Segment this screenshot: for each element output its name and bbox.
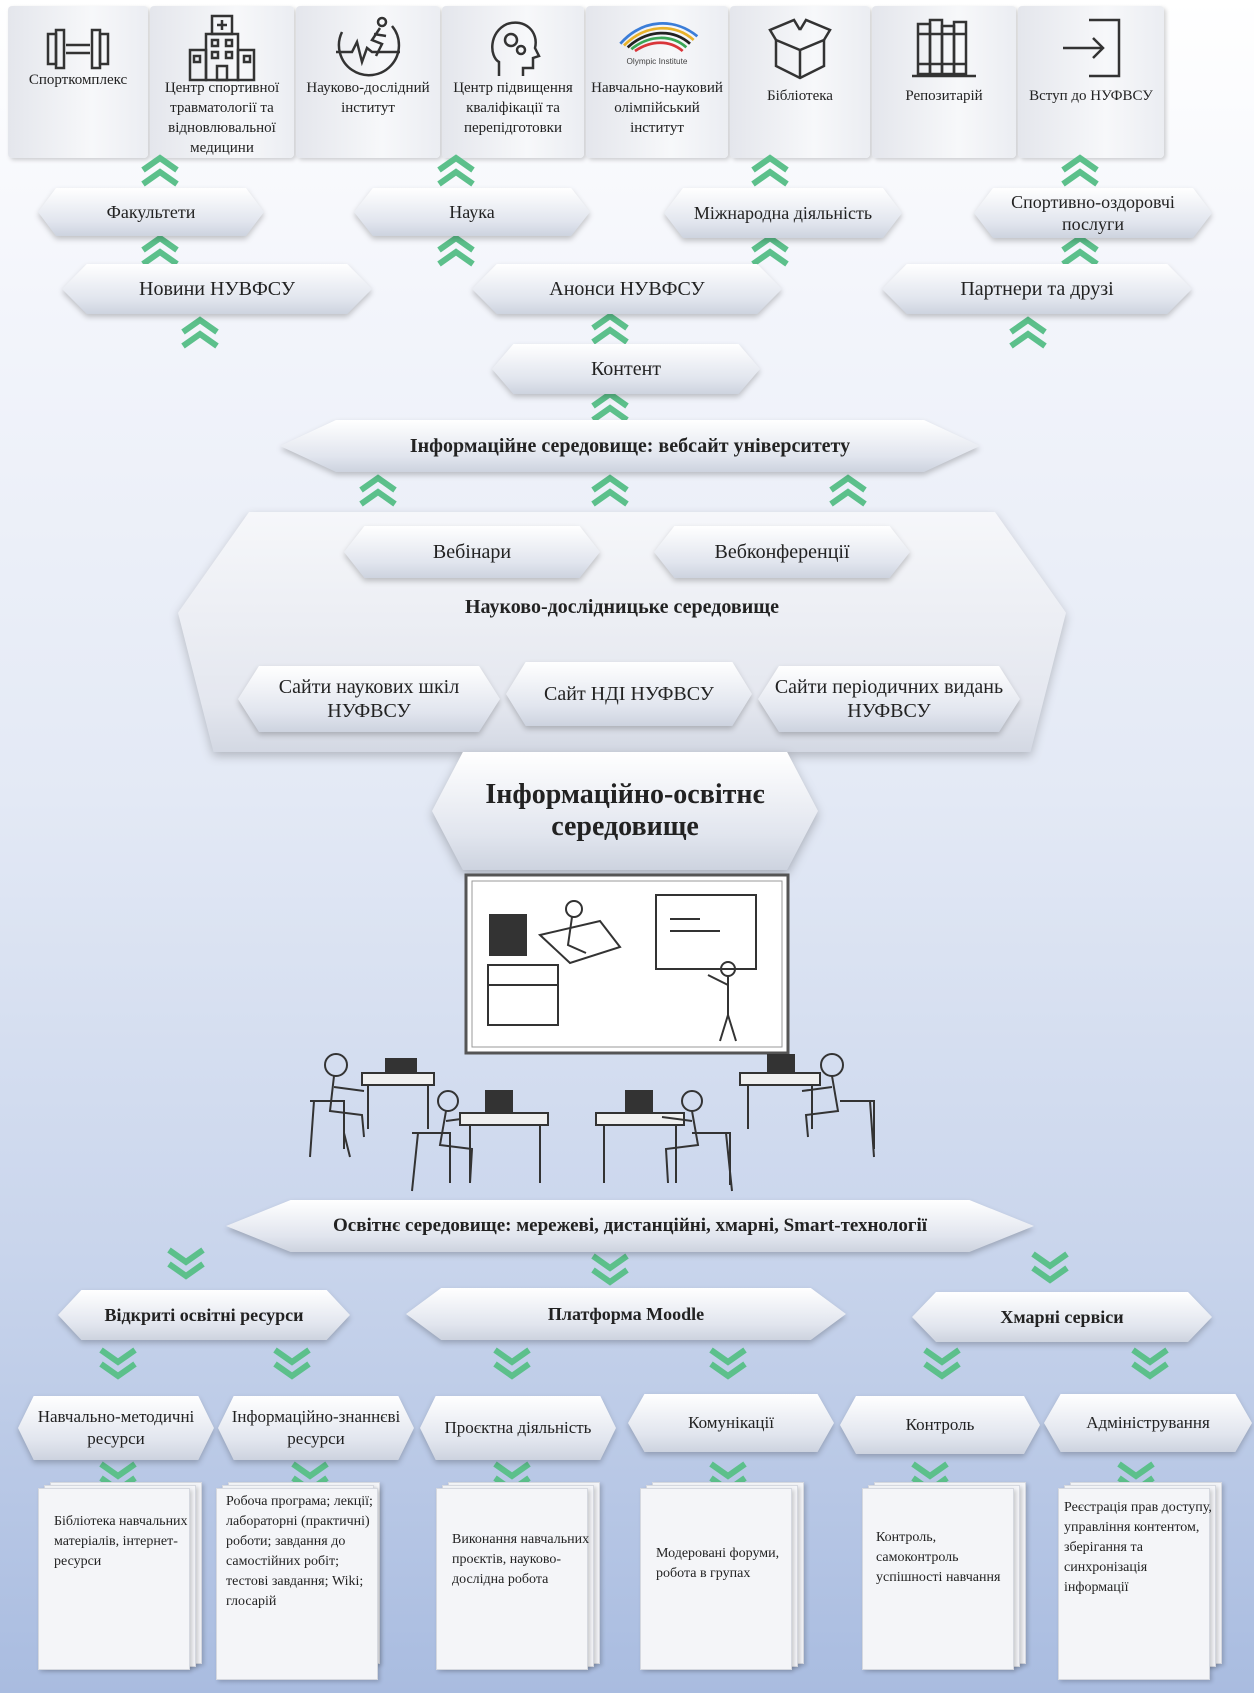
doc-text: Контроль, самоконтроль успішності навчан… [876, 1530, 1001, 1585]
node-education-env[interactable]: Освітнє середовище: мережеві, дистанційн… [226, 1200, 1034, 1252]
tile-label: Репозитарій [905, 88, 983, 104]
tile-olympic-institute[interactable]: Olympic Institute Навчально-науковий олі… [586, 6, 728, 158]
head-gears-icon [442, 12, 584, 84]
tile-label: Вступ до НУФВСУ [1029, 88, 1153, 104]
chevron-up-icon [751, 154, 789, 187]
doc-text: Модеровані форуми, робота в групах [656, 1546, 780, 1581]
chevron-up-icon [1009, 316, 1047, 349]
chevron-down-icon [273, 1347, 311, 1380]
tile-repository[interactable]: Репозитарій [872, 6, 1016, 158]
classroom-illustration [309, 873, 875, 1192]
doc-page-front [862, 1488, 1014, 1670]
doc-text: Робоча програма; лекції; лабораторні (пр… [226, 1494, 373, 1609]
chevron-up-icon [141, 154, 179, 187]
chevron-up-icon [591, 474, 629, 507]
node-partners[interactable]: Партнери та друзі [882, 264, 1192, 314]
chevron-down-icon [1031, 1251, 1069, 1284]
node-science[interactable]: Наука [354, 188, 590, 236]
tile-label: Центр спортивної травматології та віднов… [164, 80, 280, 156]
node-website[interactable]: Інформаційне середовище: вебсайт універс… [280, 420, 980, 472]
doc-text: Бібліотека навчальних матеріалів, інтерн… [54, 1514, 188, 1569]
node-international[interactable]: Міжнародна діяльність [664, 188, 902, 238]
node-ndi-site[interactable]: Сайт НДІ НУФВСУ [506, 662, 752, 726]
node-faculties[interactable]: Факультети [38, 188, 264, 236]
chevron-down-icon [709, 1347, 747, 1380]
tile-label: Навчально-науковий олімпійський інститут [591, 80, 723, 136]
doc-work-program[interactable]: Робоча програма; лекції; лабораторні (пр… [216, 1482, 380, 1680]
hospital-icon [150, 12, 294, 84]
books-icon [872, 12, 1016, 84]
doc-forums[interactable]: Модеровані форуми, робота в групах [640, 1482, 804, 1678]
chevron-down-icon [1131, 1347, 1169, 1380]
olympic-institute-logo: Olympic Institute [586, 12, 728, 84]
chevron-up-icon [437, 154, 475, 187]
node-communications[interactable]: Комунікації [628, 1394, 834, 1452]
node-moodle[interactable]: Платформа Moodle [406, 1288, 846, 1340]
chevron-up-icon [141, 234, 179, 267]
node-webinars[interactable]: Вебінари [344, 526, 600, 578]
node-announcements[interactable]: Анонси НУВФСУ [472, 264, 782, 314]
chevron-up-icon [829, 474, 867, 507]
chevron-down-icon [591, 1253, 629, 1286]
tile-admission[interactable]: Вступ до НУФВСУ [1018, 6, 1164, 158]
svg-text:Olympic Institute: Olympic Institute [627, 57, 688, 66]
node-content[interactable]: Контент [492, 344, 760, 394]
doc-administration[interactable]: Реєстрація прав доступу, управління конт… [1058, 1482, 1222, 1680]
tile-label: Науково-дослідний інститут [306, 80, 430, 116]
tile-library[interactable]: Бібліотека [730, 6, 870, 158]
chevron-down-icon [99, 1347, 137, 1380]
tile-qualification-center[interactable]: Центр підвищення кваліфікації та перепід… [442, 6, 584, 158]
chevron-down-icon [167, 1247, 205, 1280]
chevron-up-icon [591, 312, 629, 345]
doc-library-materials[interactable]: Бібліотека навчальних матеріалів, інтерн… [38, 1482, 202, 1678]
doc-page-front [216, 1488, 378, 1680]
chevron-up-icon [1061, 154, 1099, 187]
dumbbell-icon [8, 12, 148, 84]
research-environment-title: Науково-дослідницьке середовище [464, 596, 779, 618]
node-cloud-services[interactable]: Хмарні сервіси [912, 1292, 1212, 1342]
node-project-activity[interactable]: Проєктна діяльність [420, 1396, 616, 1460]
chevron-up-icon [181, 316, 219, 349]
chevron-up-icon [359, 474, 397, 507]
node-open-resources[interactable]: Відкриті освітні ресурси [58, 1290, 350, 1340]
node-news[interactable]: Новини НУВФСУ [62, 264, 372, 314]
node-knowledge-resources[interactable]: Інформаційно-знаннєві ресурси [218, 1396, 414, 1460]
tile-research-institute[interactable]: Науково-дослідний інститут [296, 6, 440, 158]
chevron-down-icon [923, 1347, 961, 1380]
node-methodical-resources[interactable]: Навчально-методичні ресурси [18, 1396, 214, 1460]
doc-page-front [640, 1488, 792, 1670]
node-administration[interactable]: Адміністрування [1044, 1394, 1252, 1452]
doc-page-front [1058, 1488, 1210, 1680]
running-heartbeat-icon [296, 12, 440, 84]
sign-in-icon [1018, 12, 1164, 84]
center-title: Інформаційно-освітнє середовище [432, 752, 818, 870]
chevron-up-icon [437, 234, 475, 267]
doc-control[interactable]: Контроль, самоконтроль успішності навчан… [862, 1482, 1026, 1678]
doc-page-front [436, 1488, 588, 1670]
chevron-down-icon [493, 1347, 531, 1380]
node-control[interactable]: Контроль [840, 1396, 1040, 1454]
chevron-up-icon [591, 390, 629, 423]
open-box-icon [730, 12, 870, 84]
tile-label: Бібліотека [767, 88, 833, 104]
doc-text: Реєстрація прав доступу, управління конт… [1064, 1500, 1212, 1595]
node-sport-services[interactable]: Спортивно-оздоровчі послуги [974, 188, 1212, 238]
node-periodicals-sites[interactable]: Сайти періодичних видань НУФВСУ [758, 666, 1020, 732]
tile-label: Центр підвищення кваліфікації та перепід… [453, 80, 573, 136]
chevron-up-icon [751, 234, 789, 267]
tile-label: Спорткомплекс [28, 72, 128, 88]
doc-projects[interactable]: Виконання навчальних проєктів, науково-д… [436, 1482, 600, 1678]
node-school-sites[interactable]: Сайти наукових шкіл НУФВСУ [238, 666, 500, 732]
doc-page-front [38, 1488, 190, 1670]
tile-sportcomplex[interactable]: Спорткомплекс [8, 6, 148, 158]
tile-trauma-center[interactable]: Центр спортивної травматології та віднов… [150, 6, 294, 158]
doc-text: Виконання навчальних проєктів, науково-д… [452, 1532, 590, 1587]
node-webconferences[interactable]: Вебконференції [654, 526, 910, 578]
chevron-up-icon [1061, 234, 1099, 267]
